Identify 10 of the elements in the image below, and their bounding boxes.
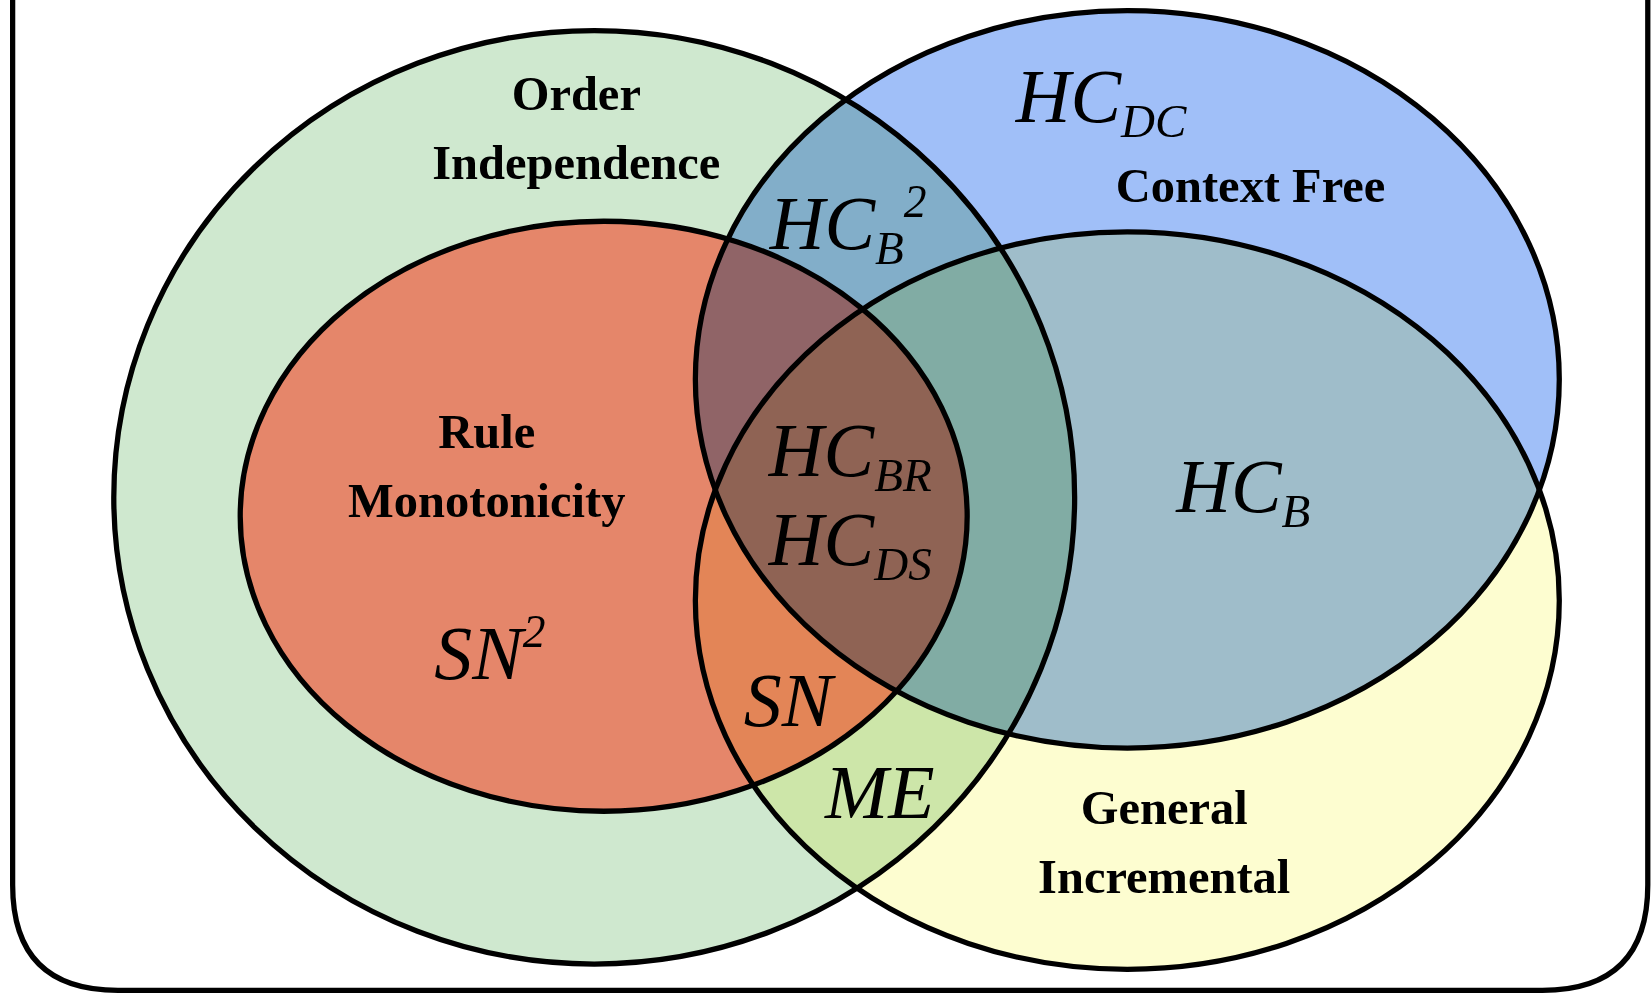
region-symbol: HC$_{BR}$ — [768, 408, 932, 494]
region-symbol: ME — [824, 750, 935, 835]
set-label: Rule Monotonicity — [347, 403, 627, 530]
set-symbol: SN$^{2}$ — [434, 611, 546, 696]
set-symbol: HC$_{DC}$ — [1015, 54, 1187, 140]
set-label: Context Free — [1115, 158, 1386, 215]
set-label: General Incremental — [1037, 779, 1292, 906]
region-symbol: HC$_{DS}$ — [768, 497, 932, 582]
region-symbol: HC$_{B}$ — [1176, 444, 1311, 529]
set-label: Order Independence — [431, 65, 722, 192]
